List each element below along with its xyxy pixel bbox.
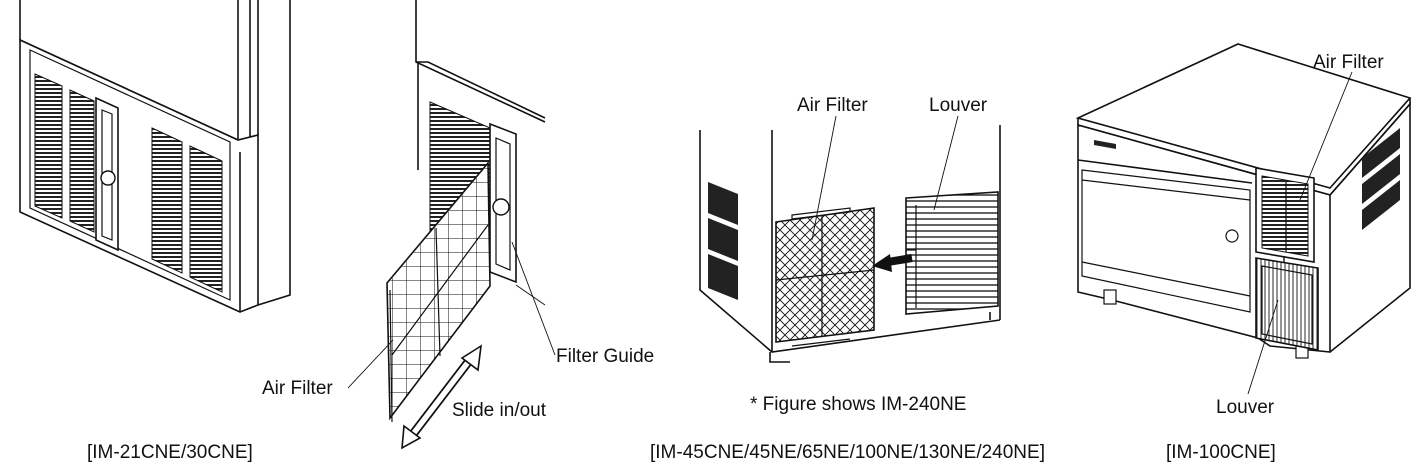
side-vents-4: [1362, 128, 1400, 230]
cabinet-3: [699, 125, 1001, 363]
arrow-icon: [872, 254, 913, 272]
leader-air-filter-4: [1299, 71, 1353, 201]
figure-im-240ne: Air Filter Louver * Figure shows IM-240N…: [650, 95, 1045, 463]
leader-filter-guide: [511, 241, 556, 356]
label-air-filter-4: Air Filter: [1313, 52, 1384, 73]
air-filter-3: [775, 207, 875, 347]
label-slide-in-out: Slide in/out: [452, 400, 547, 421]
note-im-240ne: * Figure shows IM-240NE: [750, 394, 966, 415]
leader-air-filter-1: [347, 339, 394, 389]
leader-louver-4: [1247, 299, 1279, 395]
leader-air-filter-3: [811, 115, 837, 241]
label-filter-guide: Filter Guide: [556, 346, 654, 367]
caption-figure-4: [IM-100CNE]: [1166, 442, 1276, 463]
filter-guide-1: [95, 96, 119, 252]
label-louver-3: Louver: [929, 95, 988, 116]
label-louver-4: Louver: [1216, 397, 1275, 418]
leader-louver-3: [933, 115, 959, 211]
cabinet-upper-2: [415, 0, 546, 123]
figure-im-21cne-30cne: [19, 0, 291, 313]
figure-im-100cne: Air Filter Louver [IM-100CNE]: [1075, 43, 1412, 463]
air-filter-4: [1255, 167, 1315, 274]
label-air-filter-3: Air Filter: [797, 95, 868, 116]
louver-3: [905, 191, 999, 315]
side-vents-3: [708, 182, 738, 300]
louver-4: [1255, 257, 1319, 351]
caption-figure-3: [IM-45CNE/45NE/65NE/100NE/130NE/240NE]: [650, 442, 1045, 463]
figure-filter-slide: Air Filter Filter Guide Slide in/out [IM…: [87, 0, 654, 463]
vent-slots-1: [34, 73, 223, 293]
caption-figure-1: [IM-21CNE/30CNE]: [87, 442, 253, 463]
double-arrow-icon: [401, 344, 483, 450]
air-filter-sliding: [386, 160, 491, 423]
label-air-filter-1: Air Filter: [262, 378, 333, 399]
